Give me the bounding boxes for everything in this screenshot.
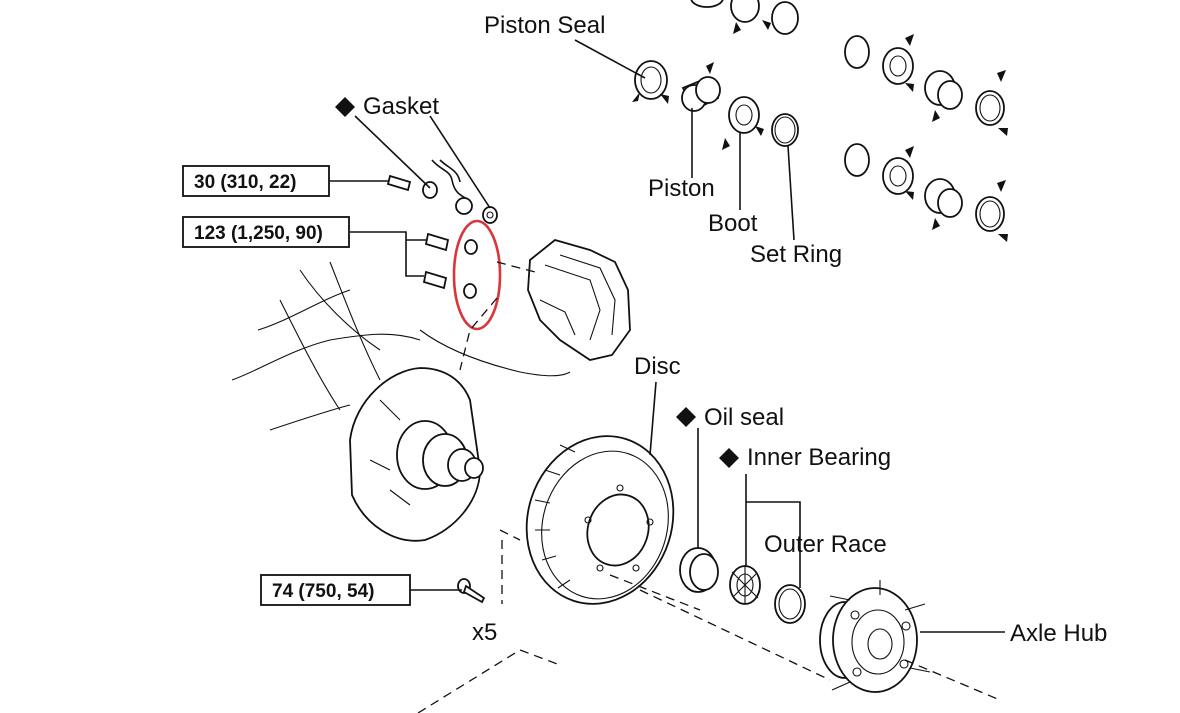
diamond-icon bbox=[719, 448, 739, 468]
torque-spec-box-2: 123 (1,250, 90) bbox=[182, 216, 350, 248]
disc-rotor bbox=[525, 435, 675, 605]
label-oil-seal: Oil seal bbox=[704, 404, 784, 431]
hub-components bbox=[679, 547, 931, 693]
label-gasket: Gasket bbox=[363, 93, 439, 120]
torque-spec-1-text: 30 (310, 22) bbox=[194, 172, 296, 193]
torque-spec-box-3: 74 (750, 54) bbox=[260, 574, 411, 606]
label-set-ring: Set Ring bbox=[750, 241, 842, 268]
boot-part bbox=[728, 96, 760, 134]
label-axle-hub: Axle Hub bbox=[1010, 620, 1107, 647]
label-piston: Piston bbox=[648, 175, 715, 202]
torque-spec-box-1: 30 (310, 22) bbox=[182, 165, 330, 197]
label-inner-bearing: Inner Bearing bbox=[747, 444, 891, 471]
knuckle-backing-plate bbox=[231, 261, 571, 542]
outer-race-part bbox=[774, 584, 806, 624]
torque-spec-2-text: 123 (1,250, 90) bbox=[194, 223, 323, 244]
label-outer-race: Outer Race bbox=[764, 531, 887, 558]
torque-spec-3-text: 74 (750, 54) bbox=[272, 581, 374, 602]
set-ring-part bbox=[771, 113, 799, 147]
diamond-icon bbox=[335, 97, 355, 117]
label-boot: Boot bbox=[708, 210, 758, 237]
diamond-icon bbox=[676, 407, 696, 427]
label-disc: Disc bbox=[634, 353, 681, 380]
label-piston-seal: Piston Seal bbox=[484, 12, 605, 39]
highlight-circle bbox=[452, 219, 502, 331]
piston-seal-part bbox=[634, 60, 668, 100]
piston-kit-group bbox=[632, 0, 1008, 242]
gasket-bolts-group bbox=[386, 159, 498, 299]
label-multiplier: x5 bbox=[472, 619, 497, 646]
caliper-body bbox=[527, 239, 631, 361]
